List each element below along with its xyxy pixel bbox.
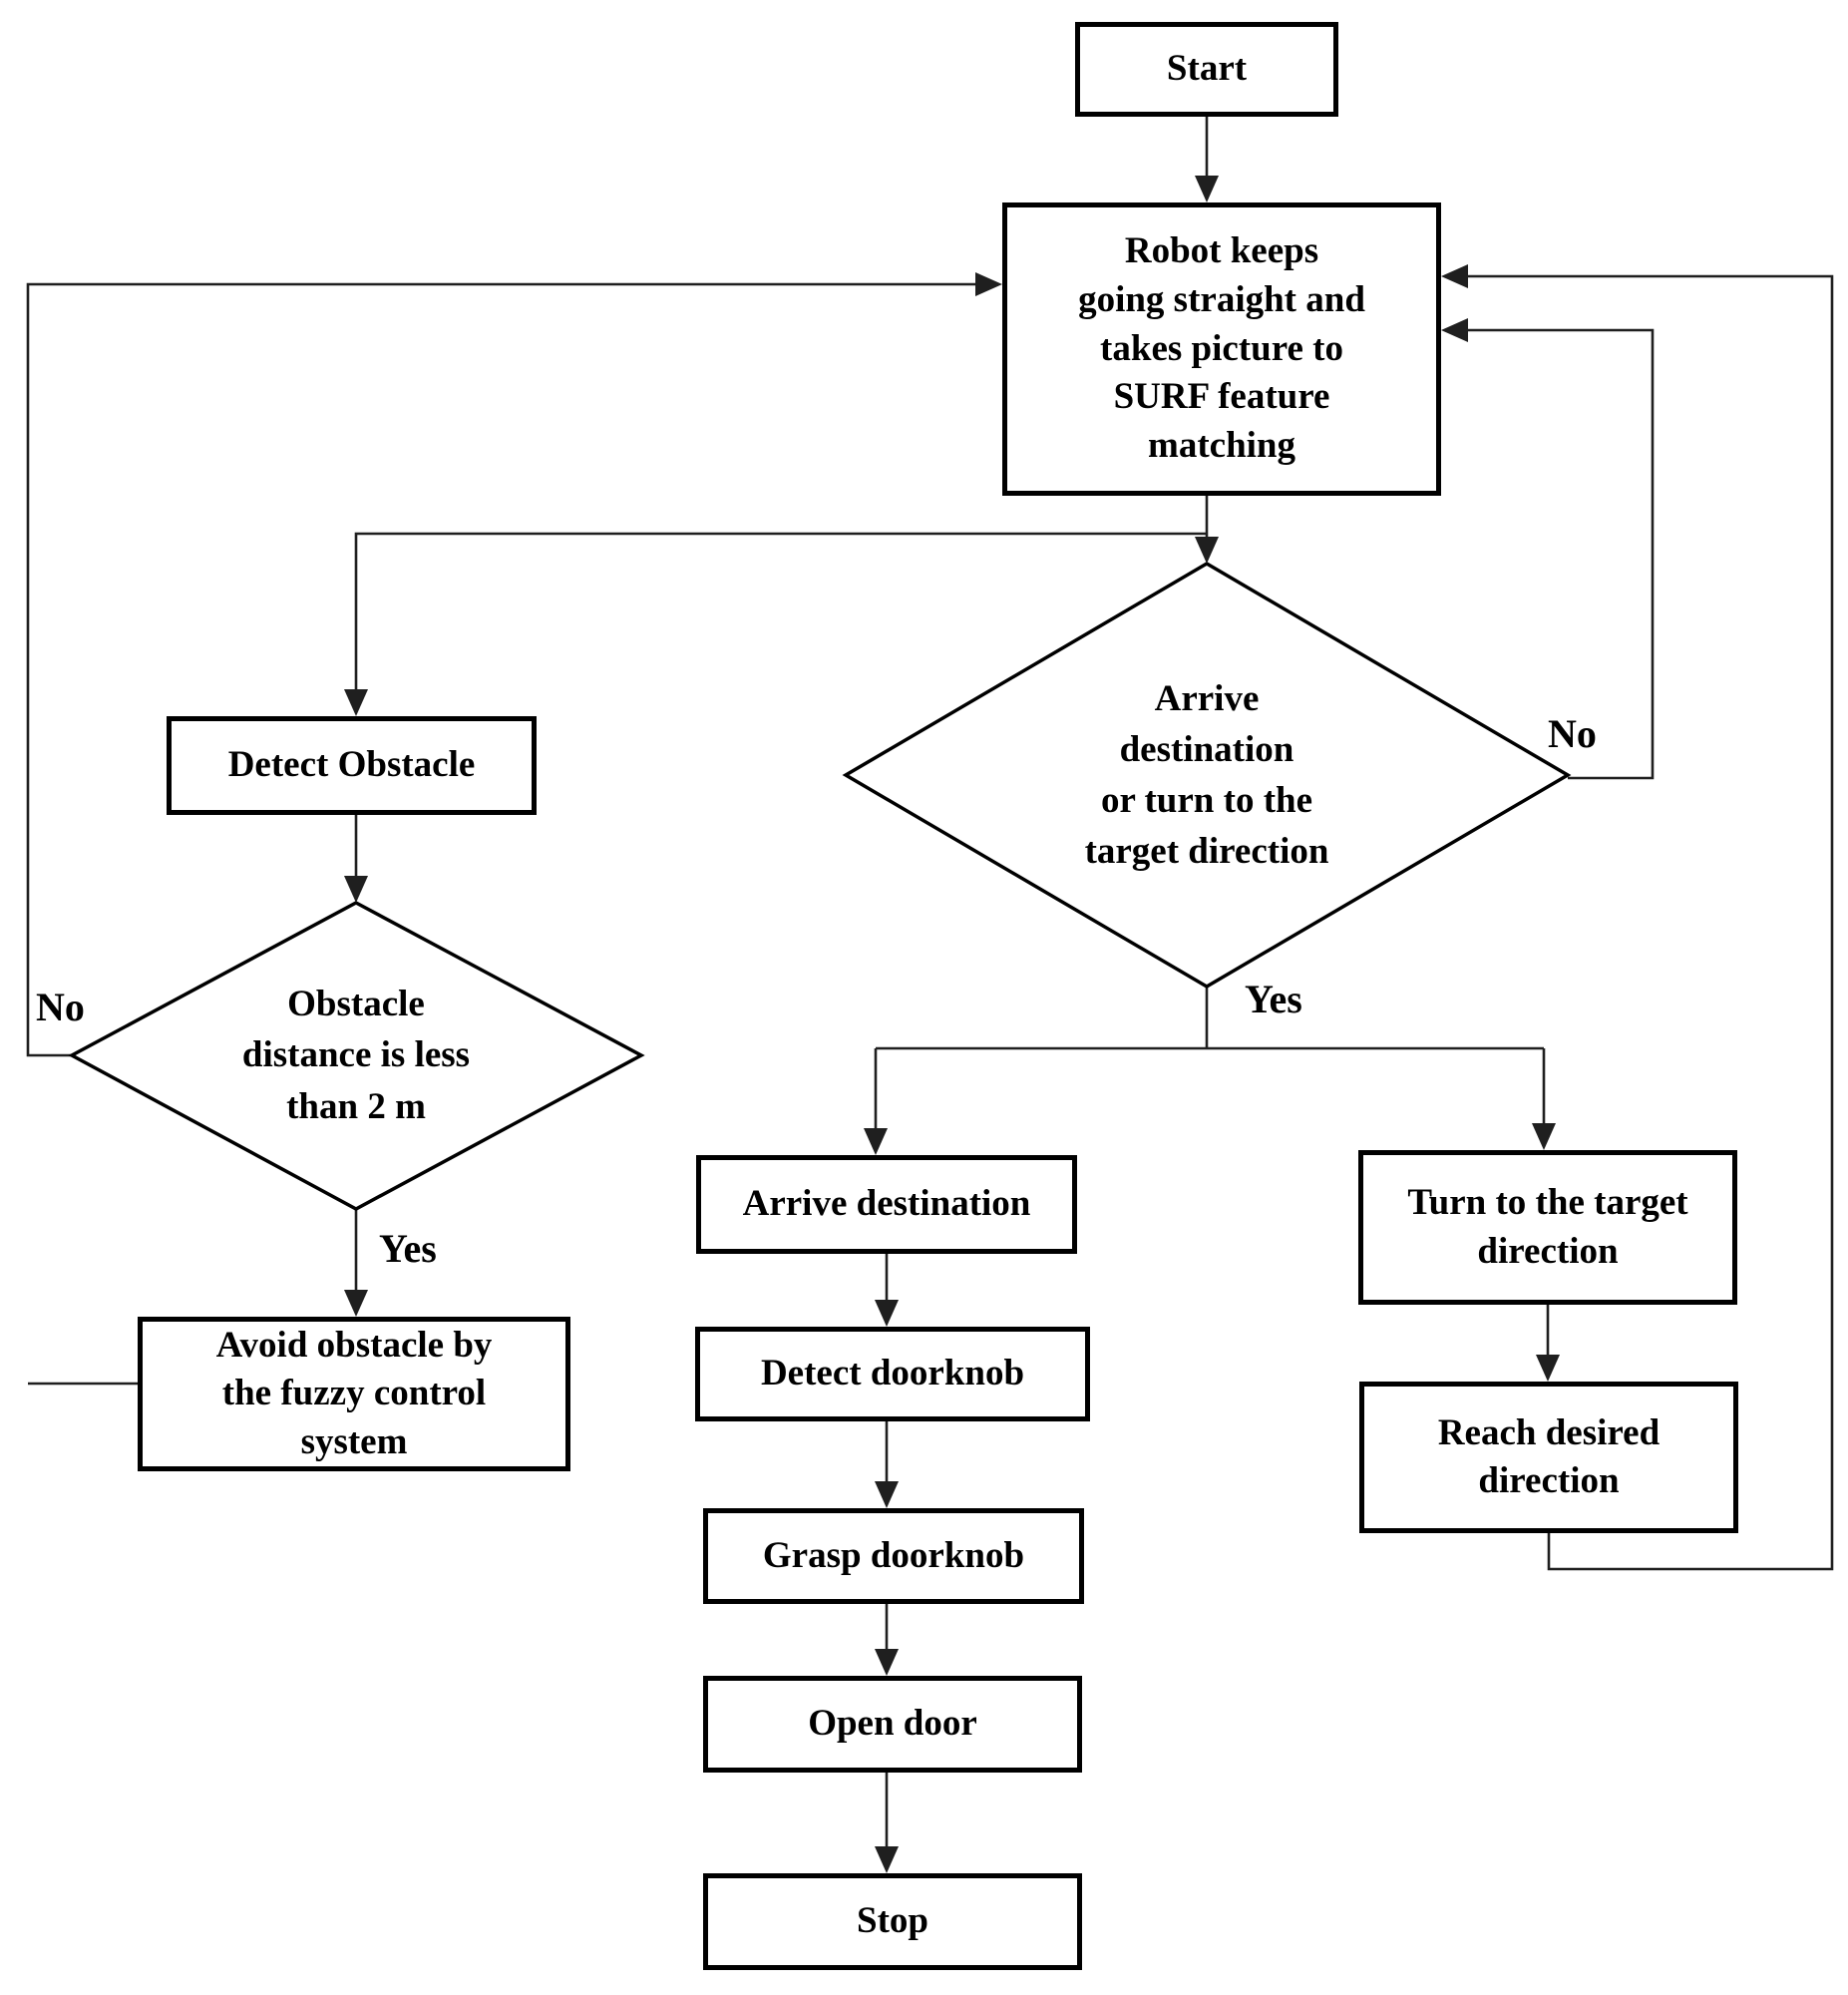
node-robot-go-straight: Robot keeps going straight and takes pic… <box>1002 202 1441 496</box>
label-arrive-no: No <box>1548 711 1597 756</box>
node-grasp-doorknob: Grasp doorknob <box>703 1508 1084 1604</box>
arrowhead-into-reach-desired <box>1536 1355 1560 1382</box>
arrowhead-into-grasp-doorknob <box>875 1481 899 1508</box>
node-start-label: Start <box>1166 48 1248 90</box>
node-turn-target-label: Turn to the target direction <box>1407 1182 1688 1272</box>
node-open-door: Open door <box>703 1676 1082 1773</box>
arrowhead-into-decision-obstacle <box>344 876 368 903</box>
edge-arrive-yes-split <box>874 987 1546 1131</box>
node-arrive-destination-label: Arrive destination <box>742 1183 1031 1225</box>
node-avoid-obstacle-label: Avoid obstacle by the fuzzy control syst… <box>215 1325 493 1462</box>
edge-obstacle-no-loop <box>26 282 978 1057</box>
node-turn-target-direction: Turn to the target direction <box>1358 1150 1737 1305</box>
arrowhead-into-decision-arrive <box>1195 537 1219 564</box>
decision-obstacle-diamond <box>68 901 645 1211</box>
arrowhead-into-robot-right-inner <box>1441 318 1468 342</box>
node-start: Start <box>1075 22 1338 117</box>
decision-arrive-diamond <box>842 561 1572 990</box>
arrowhead-into-arrive-destination <box>864 1128 888 1155</box>
label-obstacle-yes: Yes <box>379 1226 437 1271</box>
node-detect-doorknob-label: Detect doorknob <box>760 1353 1025 1395</box>
node-avoid-obstacle: Avoid obstacle by the fuzzy control syst… <box>138 1317 570 1471</box>
edge-branch-to-detect-obstacle <box>354 532 1207 692</box>
arrowhead-into-turn-target <box>1532 1123 1556 1150</box>
arrowhead-into-robot-top <box>1195 176 1219 202</box>
label-obstacle-no: No <box>36 985 85 1029</box>
node-stop: Stop <box>703 1873 1082 1970</box>
edge-arrive-no-loop <box>1465 328 1655 780</box>
node-detect-obstacle: Detect Obstacle <box>167 716 537 815</box>
node-grasp-doorknob-label: Grasp doorknob <box>762 1534 1025 1576</box>
node-open-door-label: Open door <box>808 1703 977 1745</box>
node-reach-desired-label: Reach desired direction <box>1437 1411 1661 1501</box>
arrowhead-into-robot-left <box>975 272 1002 296</box>
node-arrive-destination: Arrive destination <box>696 1155 1077 1254</box>
arrowhead-into-detect-obstacle <box>344 689 368 716</box>
label-arrive-yes: Yes <box>1245 977 1302 1021</box>
node-detect-doorknob: Detect doorknob <box>695 1327 1090 1421</box>
node-detect-obstacle-label: Detect Obstacle <box>227 744 476 786</box>
arrowhead-into-stop <box>875 1846 899 1873</box>
node-reach-desired-direction: Reach desired direction <box>1359 1382 1738 1533</box>
arrowhead-into-avoid-obstacle <box>344 1290 368 1317</box>
arrowhead-into-robot-right-outer <box>1441 264 1468 288</box>
node-stop-label: Stop <box>857 1900 928 1942</box>
node-robot-label: Robot keeps going straight and takes pic… <box>1078 229 1365 467</box>
arrowhead-into-open-door <box>875 1649 899 1676</box>
arrowhead-into-detect-doorknob <box>875 1300 899 1327</box>
edge-reach-to-robot-loop <box>1465 274 1834 1571</box>
